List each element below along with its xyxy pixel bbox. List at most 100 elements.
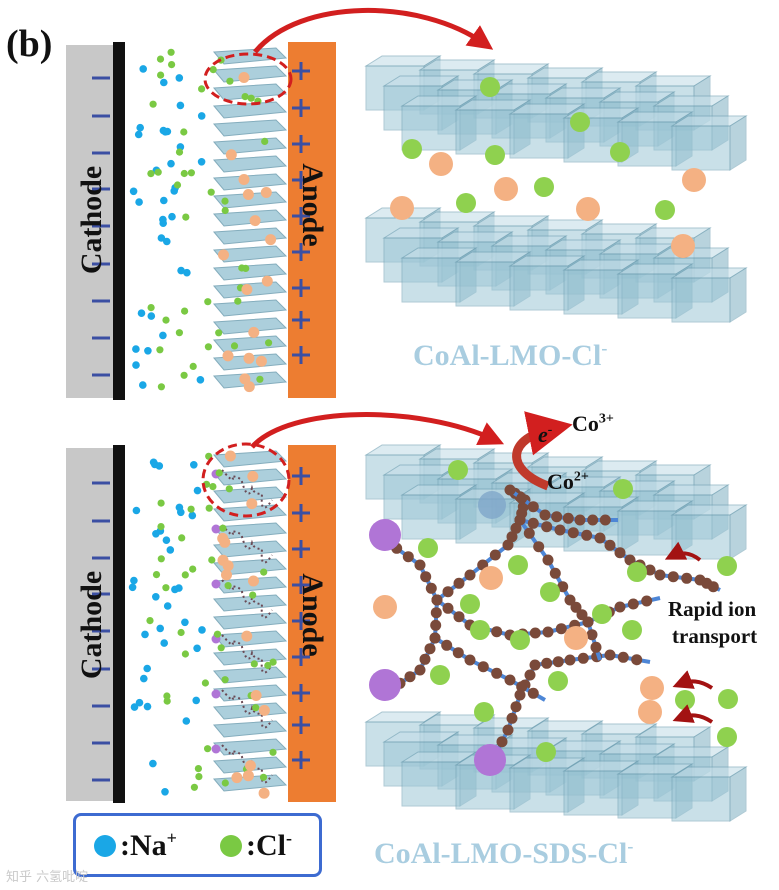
chain-bead <box>527 687 539 699</box>
peach-ion <box>248 326 260 338</box>
anode-label-bottom: Anode <box>296 573 329 657</box>
na-ion <box>137 309 146 318</box>
peach-ion <box>241 630 253 642</box>
chain-bead <box>504 484 516 496</box>
cl-ion <box>182 213 190 221</box>
chain-bead <box>617 651 629 663</box>
chain-bead <box>707 581 719 593</box>
transport-label-line2: transport <box>672 624 758 648</box>
electrolyte-ions <box>128 450 277 799</box>
sds-head-mini <box>211 689 221 699</box>
cl-ion <box>534 177 554 197</box>
na-legend-swatch <box>94 835 116 857</box>
chain-bead <box>557 581 569 593</box>
cl-ion <box>157 499 165 507</box>
na-ion <box>136 123 144 132</box>
peach-ion <box>225 149 237 161</box>
na-ion <box>143 664 151 673</box>
cl-ion <box>718 689 738 709</box>
cl-ion <box>209 66 217 74</box>
crystal-layer-lower <box>364 711 748 822</box>
crystal-face <box>617 510 677 556</box>
chain-bead <box>429 632 441 644</box>
chain-bead <box>587 514 599 526</box>
chain-bead <box>654 569 666 581</box>
peach-ion <box>222 350 234 362</box>
peach-ion <box>238 72 250 83</box>
cl-ion <box>217 644 225 652</box>
cl-ion <box>156 55 165 63</box>
na-ion <box>166 546 175 554</box>
cl-ion <box>195 773 203 781</box>
crystal-face <box>671 776 731 822</box>
cl-ion <box>622 620 642 640</box>
cl-ion <box>474 702 494 722</box>
chain-bead <box>681 572 693 584</box>
chain-bead <box>524 669 536 681</box>
cl-ion <box>213 630 222 638</box>
cl-ion <box>230 342 239 350</box>
redox-arrow <box>512 411 573 491</box>
cl-ion <box>259 773 268 781</box>
cl-ion <box>181 650 189 658</box>
cl-ion <box>190 783 198 791</box>
cl-ion <box>470 620 490 640</box>
na-ion <box>197 112 206 120</box>
cl-ion <box>187 505 195 513</box>
cl-ion <box>241 93 249 101</box>
chain-bead <box>554 524 566 536</box>
stack-slab <box>212 65 288 83</box>
peach-ion <box>245 760 256 772</box>
na-ion <box>162 536 171 544</box>
bottom-zoom-structure <box>364 411 748 822</box>
crystal-face <box>563 770 623 816</box>
chain-bead <box>504 674 516 686</box>
chain-bead <box>539 509 551 521</box>
anode-plus-signs <box>292 62 310 364</box>
na-ion <box>160 196 168 205</box>
chain-bead <box>430 619 442 631</box>
chain-bead <box>542 626 554 638</box>
chain-bead <box>604 539 616 551</box>
na-ion <box>197 158 206 166</box>
crystal-face <box>509 113 569 159</box>
chain-bead <box>614 547 626 559</box>
top-caption-sup: - <box>601 338 608 358</box>
watermark: 知乎 六氢吡啶 <box>6 870 89 885</box>
stack-slab <box>212 155 288 173</box>
crystal-layer-upper <box>364 55 748 171</box>
chain-bead <box>442 602 454 614</box>
cl-ion <box>146 617 154 625</box>
cl-ion <box>189 565 197 573</box>
transport-arrows <box>664 541 714 724</box>
peach-ion <box>221 569 232 581</box>
na-ion <box>141 630 149 639</box>
cl-ion <box>201 679 209 687</box>
peach-ion <box>638 700 662 724</box>
cl-ion <box>204 298 212 306</box>
chain-bead <box>574 514 586 526</box>
sds-head-mini <box>211 524 221 534</box>
na-ion <box>149 759 157 768</box>
cl-ion <box>221 197 229 205</box>
co3-label: Co3+ <box>572 411 614 437</box>
cl-ion <box>225 485 233 493</box>
top-caption: CoAl-LMO-Cl- <box>413 338 607 373</box>
cl-legend-text: :Cl <box>246 829 286 862</box>
chain-bead <box>496 736 508 748</box>
cl-ion <box>592 604 612 624</box>
na-ion <box>193 486 202 495</box>
chain-bead <box>576 609 588 621</box>
chain-bead <box>510 522 522 534</box>
cl-ion <box>221 206 229 215</box>
stack-slab <box>212 227 288 245</box>
chain-bead <box>414 559 426 571</box>
chain-bead <box>491 667 503 679</box>
chain-bead <box>570 601 582 613</box>
na-ion <box>161 128 170 136</box>
cl-ion <box>175 148 184 156</box>
stack-slab <box>212 101 288 119</box>
cl-legend-sup: - <box>286 828 292 848</box>
peach-ion <box>429 152 453 176</box>
